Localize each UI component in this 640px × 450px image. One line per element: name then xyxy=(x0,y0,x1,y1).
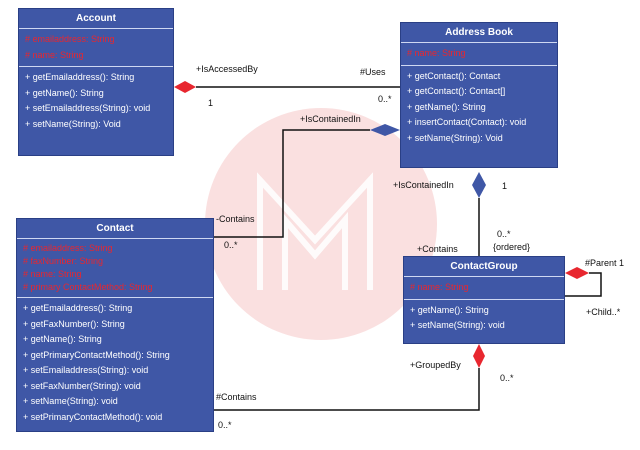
label-is-contained-in: +IsContainedIn xyxy=(300,114,361,124)
label-multiplicity-many: 0..* xyxy=(218,420,232,430)
account-operation: + setName(String): Void xyxy=(25,118,121,129)
contact-operation: + getName(): String xyxy=(23,334,102,344)
contact-class-name: Contact xyxy=(17,219,213,239)
account-class[interactable]: Account # emailaddress: String # name: S… xyxy=(18,8,174,156)
label-contains: +Contains xyxy=(417,244,458,254)
watermark-logo xyxy=(257,172,373,290)
address-book-operations: + getContact(): Contact + getContact(): … xyxy=(401,66,557,150)
contact-group-operation: + getName(): String xyxy=(410,304,489,315)
address-book-class-name: Address Book xyxy=(401,23,557,43)
account-operations: + getEmailaddress(): String + getName():… xyxy=(19,67,173,135)
label-contains: #Contains xyxy=(216,392,257,402)
composition-diamond-account xyxy=(174,81,196,93)
label-grouped-by: +GroupedBy xyxy=(410,360,461,370)
contact-class[interactable]: Contact # emailaddress: String # faxNumb… xyxy=(16,218,214,432)
address-book-operation: + setName(String): Void xyxy=(407,132,503,143)
aggregation-diamond-address-book-bottom xyxy=(472,172,486,198)
contact-attribute: # faxNumber: String xyxy=(23,256,104,266)
contact-operation: + getPrimaryContactMethod(): String xyxy=(23,349,170,360)
contact-group-attribute: # name: String xyxy=(410,282,469,292)
account-attribute: # name: String xyxy=(25,49,84,60)
label-multiplicity-one: 1 xyxy=(208,98,214,108)
address-book-operation: + getContact(): Contact[] xyxy=(407,86,506,96)
composition-diamond-contact-group-bottom xyxy=(473,344,485,368)
label-is-contained-in: +IsContainedIn xyxy=(393,180,454,190)
contact-attributes: # emailaddress: String # faxNumber: Stri… xyxy=(17,239,213,298)
account-class-name: Account xyxy=(19,9,173,29)
watermark-circle xyxy=(205,108,437,340)
contact-group-operations: + getName(): String + setName(String): v… xyxy=(404,300,564,337)
label-multiplicity-many: 0..* xyxy=(378,94,392,104)
contact-group-class-name: ContactGroup xyxy=(404,257,564,277)
address-book-class[interactable]: Address Book # name: String + getContact… xyxy=(400,22,558,168)
label-child: +Child..* xyxy=(586,307,621,317)
address-book-operation: + insertContact(Contact): void xyxy=(407,117,527,127)
account-operation: + getEmailaddress(): String xyxy=(25,72,135,82)
contact-operation: + setPrimaryContactMethod(): void xyxy=(23,411,163,422)
label-multiplicity-one: 1 xyxy=(502,181,508,191)
address-book-operation: + getName(): String xyxy=(407,101,486,112)
address-book-attribute: # name: String xyxy=(407,48,466,58)
label-multiplicity-many: 0..* xyxy=(497,229,511,239)
address-book-operation: + getContact(): Contact xyxy=(407,70,501,81)
contact-operation: + setEmailaddress(String): void xyxy=(23,365,149,375)
contact-group-attributes: # name: String xyxy=(404,277,564,300)
aggregation-diamond-address-book-left xyxy=(370,124,400,136)
account-attribute: # emailaddress: String xyxy=(25,34,115,44)
composition-diamond-contact-group-right xyxy=(565,267,589,279)
label-parent: #Parent 1 xyxy=(585,258,625,268)
contact-group-operation: + setName(String): void xyxy=(410,320,505,330)
account-operation: + getName(): String xyxy=(25,87,104,98)
label-contains: -Contains xyxy=(216,214,255,224)
contact-operations: + getEmailaddress(): String + getFaxNumb… xyxy=(17,298,213,428)
contact-operation: + getEmailaddress(): String xyxy=(23,303,133,313)
contact-operation: + setFaxNumber(String): void xyxy=(23,380,141,391)
address-book-attributes: # name: String xyxy=(401,43,557,66)
label-uses: #Uses xyxy=(360,67,386,77)
contact-attribute: # name: String xyxy=(23,269,82,279)
contact-attribute: # primary ContactMethod: String xyxy=(23,282,153,292)
contact-operation: + setName(String): void xyxy=(23,396,118,406)
account-attributes: # emailaddress: String # name: String xyxy=(19,29,173,67)
label-is-accessed-by: +IsAccessedBy xyxy=(196,64,258,74)
label-ordered: {ordered} xyxy=(493,242,531,252)
contact-operation: + getFaxNumber(): String xyxy=(23,318,125,329)
label-multiplicity-many: 0..* xyxy=(224,240,238,250)
contact-attribute: # emailaddress: String xyxy=(23,243,113,253)
account-operation: + setEmailaddress(String): void xyxy=(25,103,151,113)
label-multiplicity-many: 0..* xyxy=(500,373,514,383)
contact-group-class[interactable]: ContactGroup # name: String + getName():… xyxy=(403,256,565,344)
